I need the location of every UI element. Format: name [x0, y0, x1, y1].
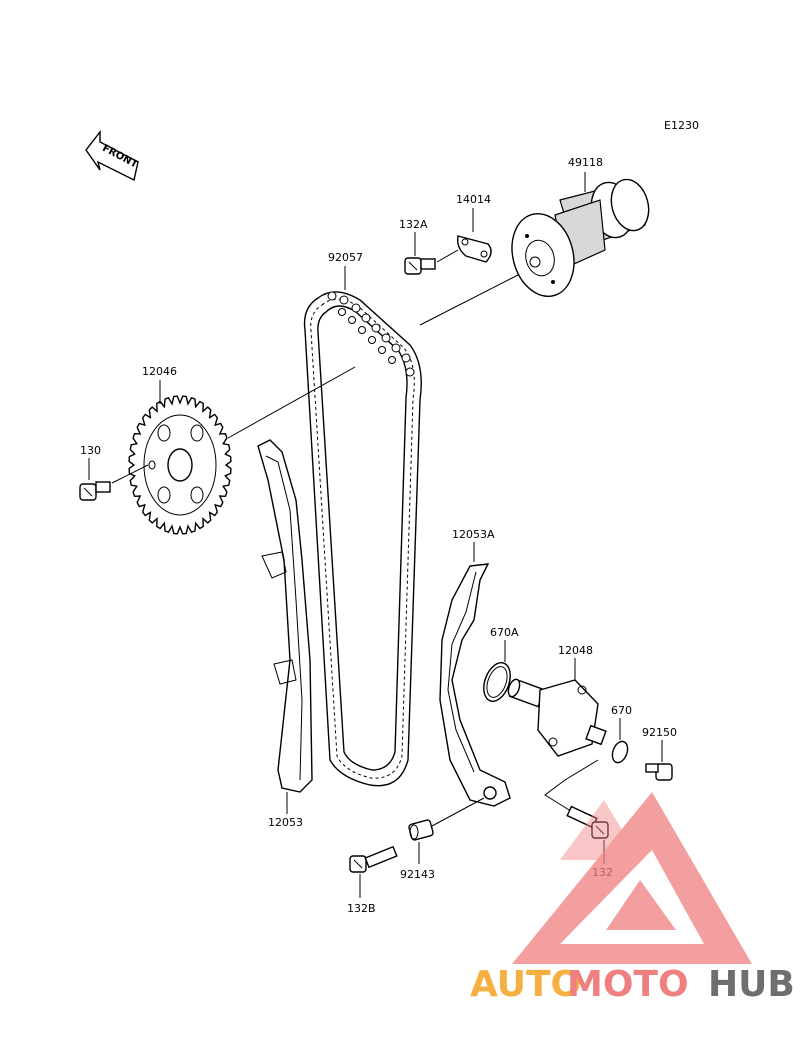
camshaft-part — [511, 178, 650, 298]
cam-chain-part — [303, 291, 422, 787]
diagram-code: E1230 — [664, 119, 699, 132]
plug-92150-part — [645, 763, 673, 781]
axis-sprocket — [227, 366, 356, 439]
part-labels: 49118 14014 132A 92057 12046 130 12053A … — [80, 156, 677, 915]
label-670a: 670A — [490, 626, 519, 639]
watermark-triangle-icon — [512, 792, 752, 964]
label-14014: 14014 — [456, 193, 491, 206]
chain-guide-12053-part — [257, 439, 313, 793]
label-130: 130 — [80, 444, 101, 457]
label-12046: 12046 — [142, 365, 177, 378]
label-92150: 92150 — [642, 726, 677, 739]
bolt-132-part — [566, 805, 609, 839]
watermark-text-moto: MOTO — [567, 964, 689, 1005]
axis-camshaft — [419, 274, 519, 326]
watermark-text-hub: HUB — [708, 964, 795, 1005]
tensioner-part — [507, 678, 607, 757]
label-132b: 132B — [347, 902, 376, 915]
axis-130 — [111, 464, 149, 484]
collar-92143-part — [408, 819, 434, 841]
label-670: 670 — [611, 704, 632, 717]
o-ring-670-part — [611, 740, 629, 764]
watermark-text-auto: AUTO — [470, 964, 581, 1005]
bolt-130-part — [79, 481, 111, 501]
watermark-logo: AUTO MOTO HUB — [470, 792, 795, 1005]
label-92057: 92057 — [328, 251, 363, 264]
sprocket-part — [128, 395, 232, 535]
bolt-132a-part — [404, 257, 436, 275]
label-12053a: 12053A — [452, 528, 495, 541]
o-ring-670a-part — [483, 662, 511, 702]
label-132a: 132A — [399, 218, 428, 231]
bolt-132b-part — [349, 845, 398, 873]
plate-part — [456, 235, 492, 263]
axis-92143 — [431, 797, 485, 827]
label-12053: 12053 — [268, 816, 303, 829]
label-92143: 92143 — [400, 868, 435, 881]
label-12048: 12048 — [558, 644, 593, 657]
chain-guide-12053a-part — [439, 563, 511, 807]
front-arrow-icon: FRONT — [85, 129, 139, 182]
label-49118: 49118 — [568, 156, 603, 169]
axis-132a — [436, 249, 459, 263]
